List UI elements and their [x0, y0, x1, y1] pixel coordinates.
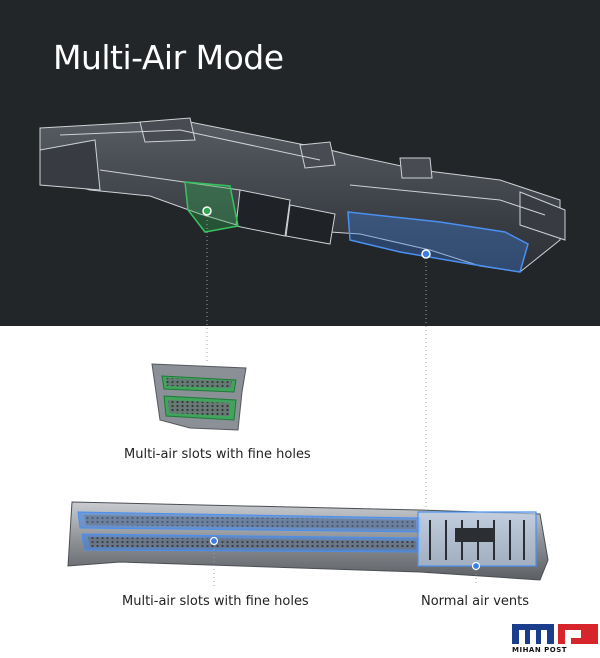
callout-multi-air-slots-bottom: Multi-air slots with fine holes — [122, 594, 309, 609]
page-title: Multi-Air Mode — [53, 38, 284, 77]
multi-air-highlight-green — [184, 181, 239, 233]
callout-multi-air-slots-top: Multi-air slots with fine holes — [124, 447, 311, 462]
normal-vent-highlight-blue — [347, 211, 529, 273]
multi-air-slot-part — [151, 363, 247, 431]
dashboard-vent-bar — [67, 501, 549, 581]
logo-brand-text: MIHAN POST — [512, 646, 568, 654]
mihan-post-logo — [512, 624, 598, 644]
callout-normal-air-vents: Normal air vents — [421, 594, 530, 609]
hvac-duct-assembly — [39, 117, 566, 273]
